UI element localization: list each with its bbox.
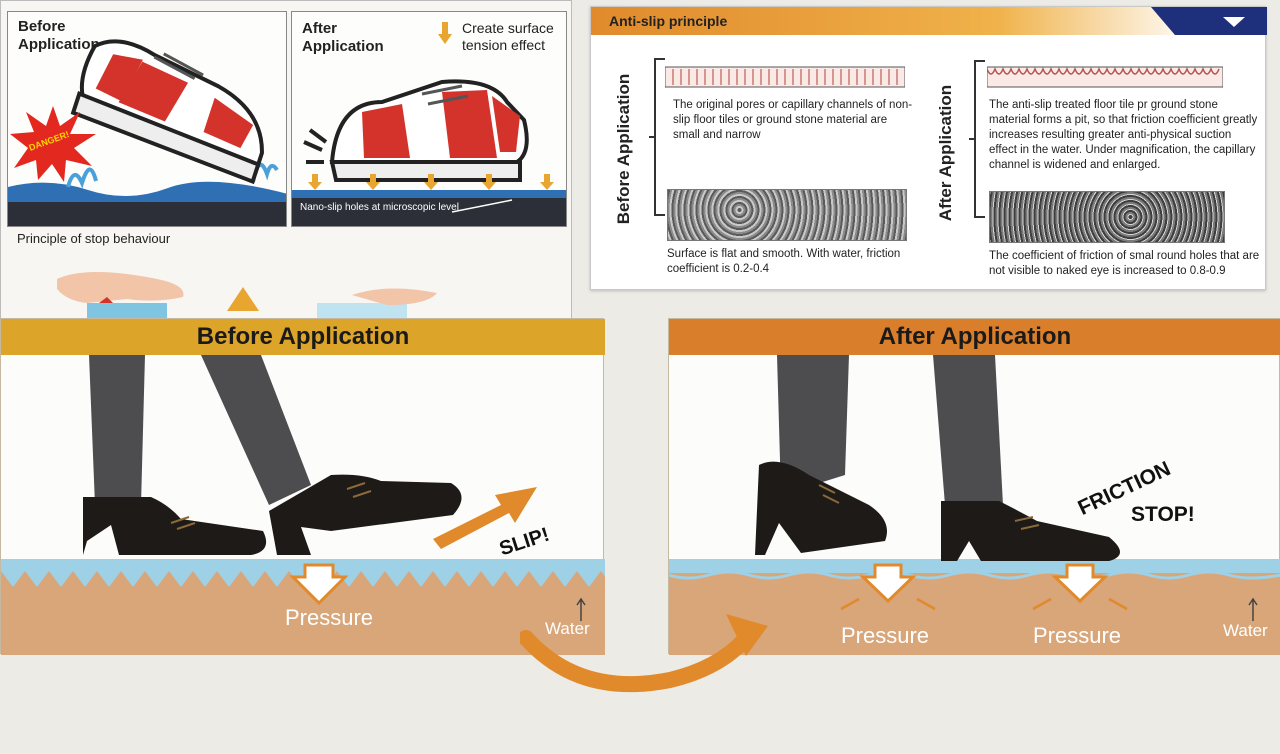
before-surface-text: Surface is flat and smooth. With water, … [667,248,901,275]
after-vertical-label: After Application [936,84,955,222]
pressure-label-after-2: Pressure [1033,623,1122,648]
slipping-shoe-illustration [8,39,286,226]
bottom-after-panel: After Application FRICTION STOP! Pressur… [668,318,1280,655]
after-surface-text: The coefficient of friction of smal roun… [989,250,1260,277]
after-pores-text: The anti-slip treated floor tile pr grou… [989,99,1258,171]
anti-slip-title-bar: Anti-slip principle [591,7,1267,35]
before-surface-texture [667,189,907,241]
before-pores-text: The original pores or capillary channels… [673,99,913,141]
after-label: After Application [302,20,384,55]
transition-curved-arrow [520,614,768,693]
anti-slip-title: Anti-slip principle [609,13,728,29]
after-surface-texture [989,191,1225,243]
pressure-label-before: Pressure [285,605,374,630]
before-bracket [649,58,665,216]
water-label-before: Water [545,619,590,638]
danger-starburst-icon [10,106,96,182]
before-pore-strip [665,66,905,88]
anti-slip-panel: Anti-slip principle Before Application T… [590,6,1267,290]
before-shoe-box: Before Application DANGER! [7,11,287,227]
after-bracket [969,60,985,218]
bottom-before-panel: Before Application SLIP! Pressure Water [0,318,605,655]
dropdown-triangle-icon[interactable] [1151,7,1267,35]
shoe-comparison-panel: Before Application DANGER! After Applica [0,0,572,320]
bottom-after-header: After Application [669,319,1280,355]
gripping-walker-illustration [669,355,1280,655]
principle-label: Principle of stop behaviour [17,231,171,246]
bottom-before-header: Before Application [1,319,605,355]
after-pore-strip [987,66,1223,88]
gripping-shoe-illustration [292,79,566,226]
before-label: Before Application [18,18,100,53]
slipping-walker-illustration [1,355,605,655]
tension-label: Create surface tension effect [462,20,554,53]
before-vertical-label: Before Application [614,73,633,225]
water-label-after: Water [1223,621,1268,640]
after-shoe-box: After Application Create surface tension… [291,11,567,227]
stop-text: STOP! [1131,503,1195,526]
pressure-label-after-1: Pressure [841,623,930,648]
nano-slip-label: Nano-slip holes at microscopic level [300,202,459,213]
hand-behaviour-illustration [57,272,437,319]
tension-arrow-icon [438,22,452,44]
